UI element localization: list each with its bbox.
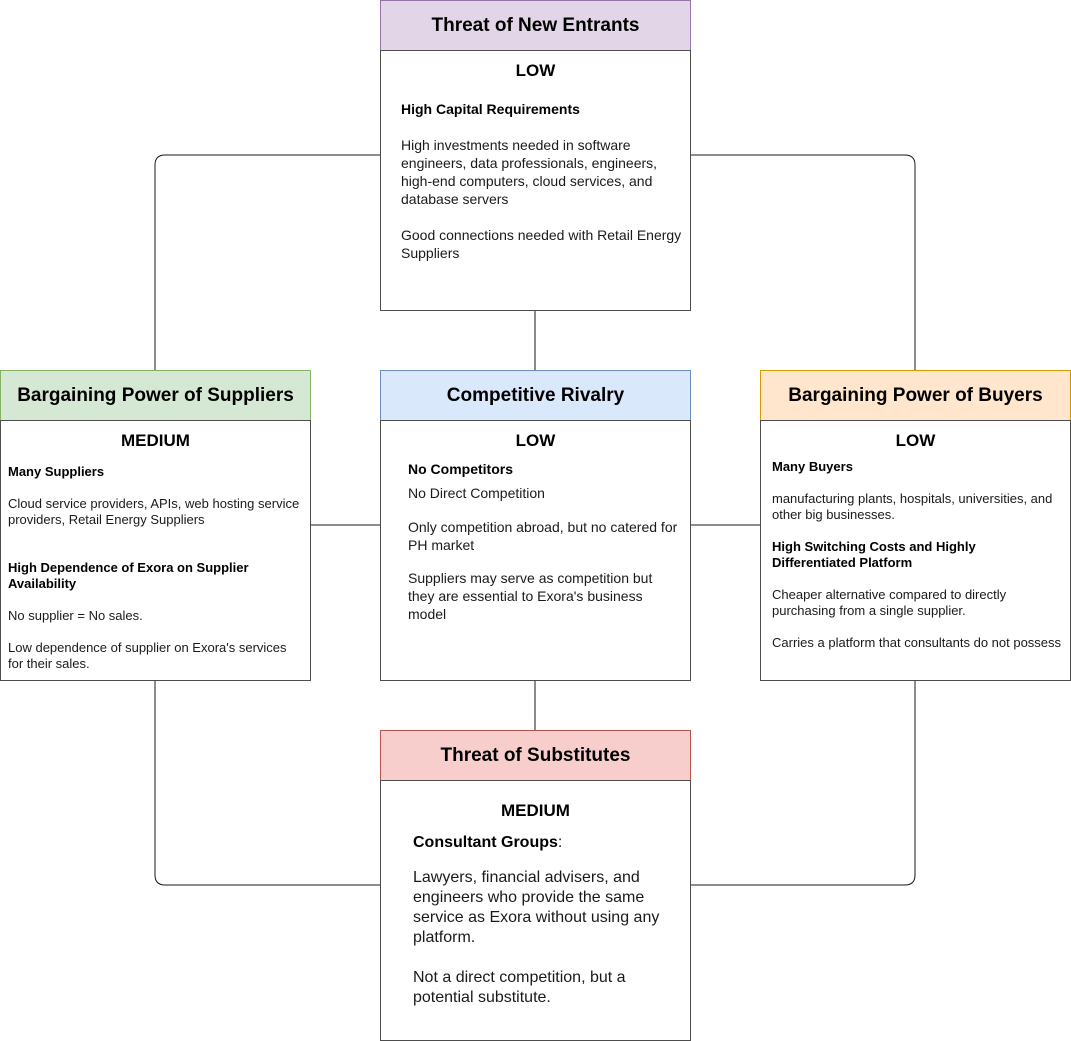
factor-text: Only competition abroad, but no catered … [408, 519, 678, 553]
force-title: Threat of Substitutes [380, 730, 691, 781]
factor-text: manufacturing plants, hospitals, univers… [772, 491, 1053, 522]
force-body: MEDIUM Many Suppliers Cloud service prov… [0, 420, 311, 681]
factor-text: Lawyers, financial advisers, and enginee… [413, 869, 660, 946]
force-rating: LOW [515, 61, 556, 80]
connector-new-entrants-to-suppliers [154, 154, 380, 370]
force-threat-of-new-entrants: Threat of New Entrants LOW High Capital … [380, 0, 691, 311]
factor-heading-line: Consultant Groups: [413, 834, 562, 852]
force-title: Bargaining Power of Suppliers [0, 370, 311, 421]
force-body: LOW Many Buyers manufacturing plants, ho… [760, 420, 1071, 681]
connector-new-entrants-to-buyers [691, 154, 916, 370]
factor-heading: High Capital Requirements [401, 101, 580, 117]
force-title: Threat of New Entrants [380, 0, 691, 51]
factor-text: Low dependence of supplier on Exora's se… [8, 640, 287, 671]
factor-heading: No Competitors [408, 461, 513, 477]
force-bargaining-power-of-buyers: Bargaining Power of Buyers LOW Many Buye… [760, 370, 1071, 681]
force-rating: LOW [515, 431, 556, 450]
force-body: LOW No Competitors No Direct Competition… [380, 420, 691, 681]
factor-heading: High Dependence of Exora on Supplier Ava… [8, 560, 249, 591]
connector-suppliers-to-substitutes [154, 681, 380, 886]
force-rating: MEDIUM [501, 801, 570, 820]
factor-heading: Consultant Groups [413, 834, 558, 851]
factor-text: No Direct Competition [408, 485, 545, 501]
connector-buyers-to-substitutes [691, 681, 916, 886]
factor-heading: High Switching Costs and Highly Differen… [772, 539, 976, 570]
factor-text: Cheaper alternative compared to directly… [772, 587, 1007, 618]
force-rating: MEDIUM [121, 431, 190, 450]
factor-text: Not a direct competition, but a potentia… [413, 969, 626, 1006]
factor-text: High investments needed in software engi… [401, 137, 658, 207]
force-rating: LOW [895, 431, 936, 450]
force-bargaining-power-of-suppliers: Bargaining Power of Suppliers MEDIUM Man… [0, 370, 311, 681]
factor-text: Cloud service providers, APIs, web hosti… [8, 496, 300, 527]
factor-text: Suppliers may serve as competition but t… [408, 570, 653, 622]
factor-heading: Many Suppliers [8, 464, 105, 479]
force-competitive-rivalry: Competitive Rivalry LOW No Competitors N… [380, 370, 691, 681]
force-title: Bargaining Power of Buyers [760, 370, 1071, 421]
force-title: Competitive Rivalry [380, 370, 691, 421]
factor-text: No supplier = No sales. [8, 608, 143, 623]
factor-text: Carries a platform that consultants do n… [772, 635, 1062, 650]
factor-heading-suffix: : [557, 834, 563, 851]
factor-heading: Many Buyers [772, 459, 853, 474]
force-body: LOW High Capital Requirements High inves… [380, 50, 691, 311]
force-body: MEDIUM Consultant Groups: Lawyers, finan… [380, 780, 691, 1041]
factor-text: Good connections needed with Retail Ener… [401, 227, 682, 261]
force-threat-of-substitutes: Threat of Substitutes MEDIUM Consultant … [380, 730, 691, 1041]
